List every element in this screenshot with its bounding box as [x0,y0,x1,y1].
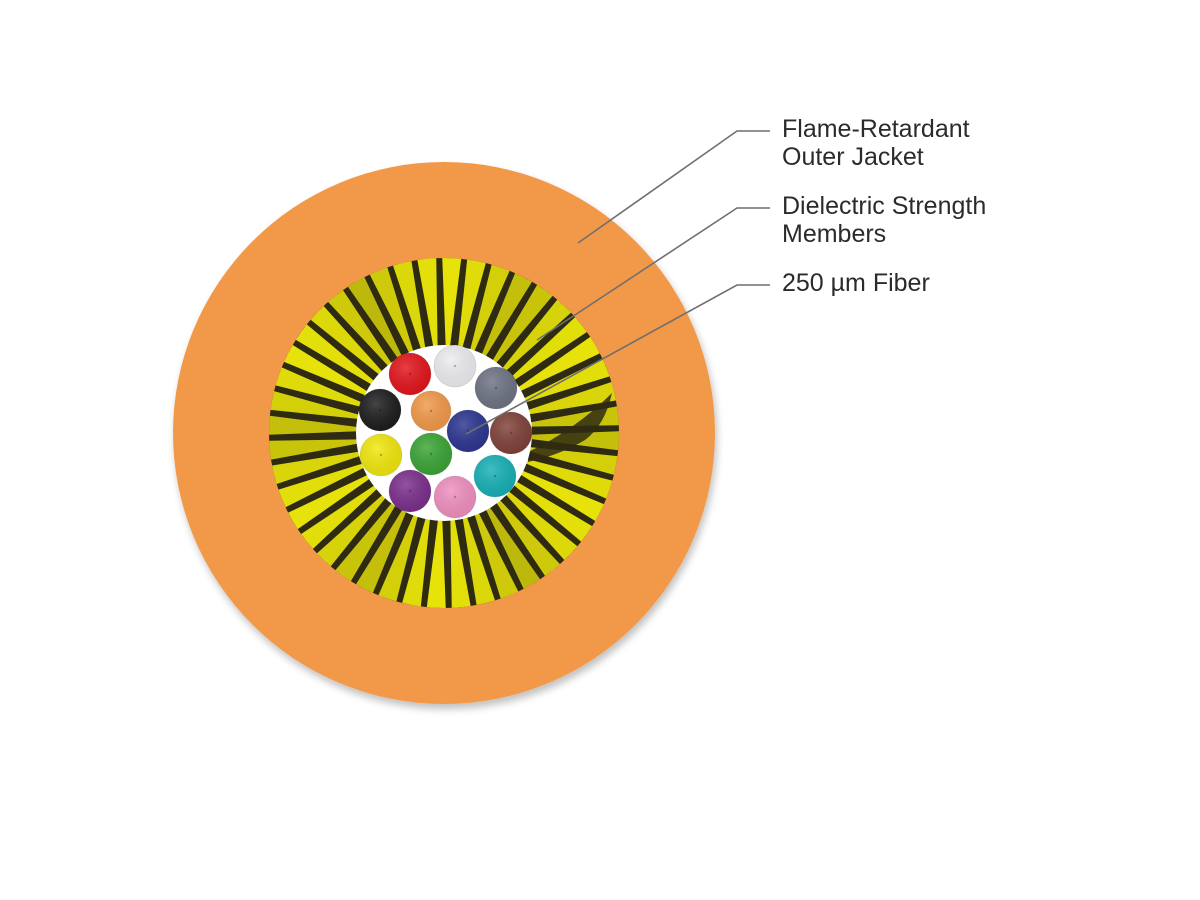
aqua-fiber [473,454,517,498]
white-fiber [433,344,477,388]
white-fiber-shading [434,345,476,387]
blue-fiber [446,409,490,453]
strength-strand [512,480,593,542]
leader-lines [465,130,770,435]
strength-strand [272,451,362,484]
green-fiber-core-dot [429,452,433,456]
strength-strand [501,299,572,373]
slate-fiber-shading [475,367,517,409]
strength-strand [269,439,359,460]
jacket-label-line-2: Outer Jacket [782,143,924,171]
blue-fiber-shading [447,410,489,452]
black-fiber-core-dot [378,408,382,412]
strength-strand [278,463,366,508]
strength-strand [269,415,359,435]
strength-strand [469,264,510,353]
orange-fiber [410,390,452,432]
fiber-label-line-1: 250 µm Fiber [782,269,930,297]
white-fiber-core-dot [453,364,457,368]
strength-strand [474,511,519,599]
strength-strand [481,273,533,358]
aqua-fiber-core-dot [493,474,497,478]
strength-label: Dielectric Strength Members [782,192,993,248]
strength-strand [270,391,360,420]
brown-fiber [489,411,533,455]
yellow-fiber [359,433,403,477]
jacket-leader-line [577,130,770,244]
strength-strand [295,324,376,386]
strength-strand [526,382,616,415]
violet-fiber [388,469,432,513]
strength-strand [510,317,587,382]
strength-strand [288,474,371,530]
strength-strand [517,336,600,392]
strength-strand [402,517,431,607]
strength-strand [504,490,578,561]
rose-fiber-shading [434,476,476,518]
strength-strand [393,261,426,351]
red-fiber-core-dot [408,372,412,376]
strength-strand [335,501,397,582]
red-fiber [388,352,432,396]
brown-fiber-shading [490,412,532,454]
orange-fiber-core-dot [429,409,433,413]
strength-strand [310,305,384,376]
strength-strand [417,258,438,348]
slate-fiber [474,366,518,410]
green-fiber [409,432,453,476]
strength-strand [450,518,471,608]
strength-strand [522,358,610,403]
violet-fiber-core-dot [408,489,412,493]
yellow-fiber-shading [360,434,402,476]
jacket-label: Flame-Retardant Outer Jacket [782,115,977,171]
strength-strand [462,515,495,605]
strength-members-layer [269,258,619,608]
violet-fiber-shading [389,470,431,512]
strength-strand [378,513,419,602]
yellow-fiber-core-dot [379,453,383,457]
strength-strand [316,493,387,567]
strength-strand [519,470,604,522]
strength-strand [275,367,364,408]
fiber-bundle [358,344,533,519]
rose-fiber [433,475,477,519]
strength-member-tail [528,393,612,462]
jacket-label-line-1: Flame-Retardant [782,115,970,143]
strength-strand [495,499,560,576]
strength-strand [442,258,462,348]
strength-strand [355,508,407,593]
blue-fiber-core-dot [466,429,470,433]
orange-fiber-shading [411,391,451,431]
black-fiber [358,388,402,432]
fiber-leader-line [465,284,770,435]
black-fiber-shading [359,389,401,431]
strength-label-line-1: Dielectric Strength [782,192,986,220]
strength-strand [485,506,541,589]
strength-strand [301,484,378,549]
rose-fiber-core-dot [453,495,457,499]
strength-label-line-2: Members [782,220,886,248]
strength-strand [524,458,613,499]
strength-strand [426,518,446,608]
strength-strand [347,277,403,360]
strength-strand [328,290,393,367]
fiber-label: 250 µm Fiber [782,269,930,297]
strength-strand [491,284,553,365]
red-fiber-shading [389,353,431,395]
slate-fiber-core-dot [494,386,498,390]
strength-strand [457,259,486,349]
green-fiber-shading [410,433,452,475]
strength-strand [284,344,369,396]
strength-leader-line [536,207,770,341]
brown-fiber-core-dot [509,431,513,435]
strength-strand [369,267,414,355]
aqua-fiber-shading [474,455,516,497]
